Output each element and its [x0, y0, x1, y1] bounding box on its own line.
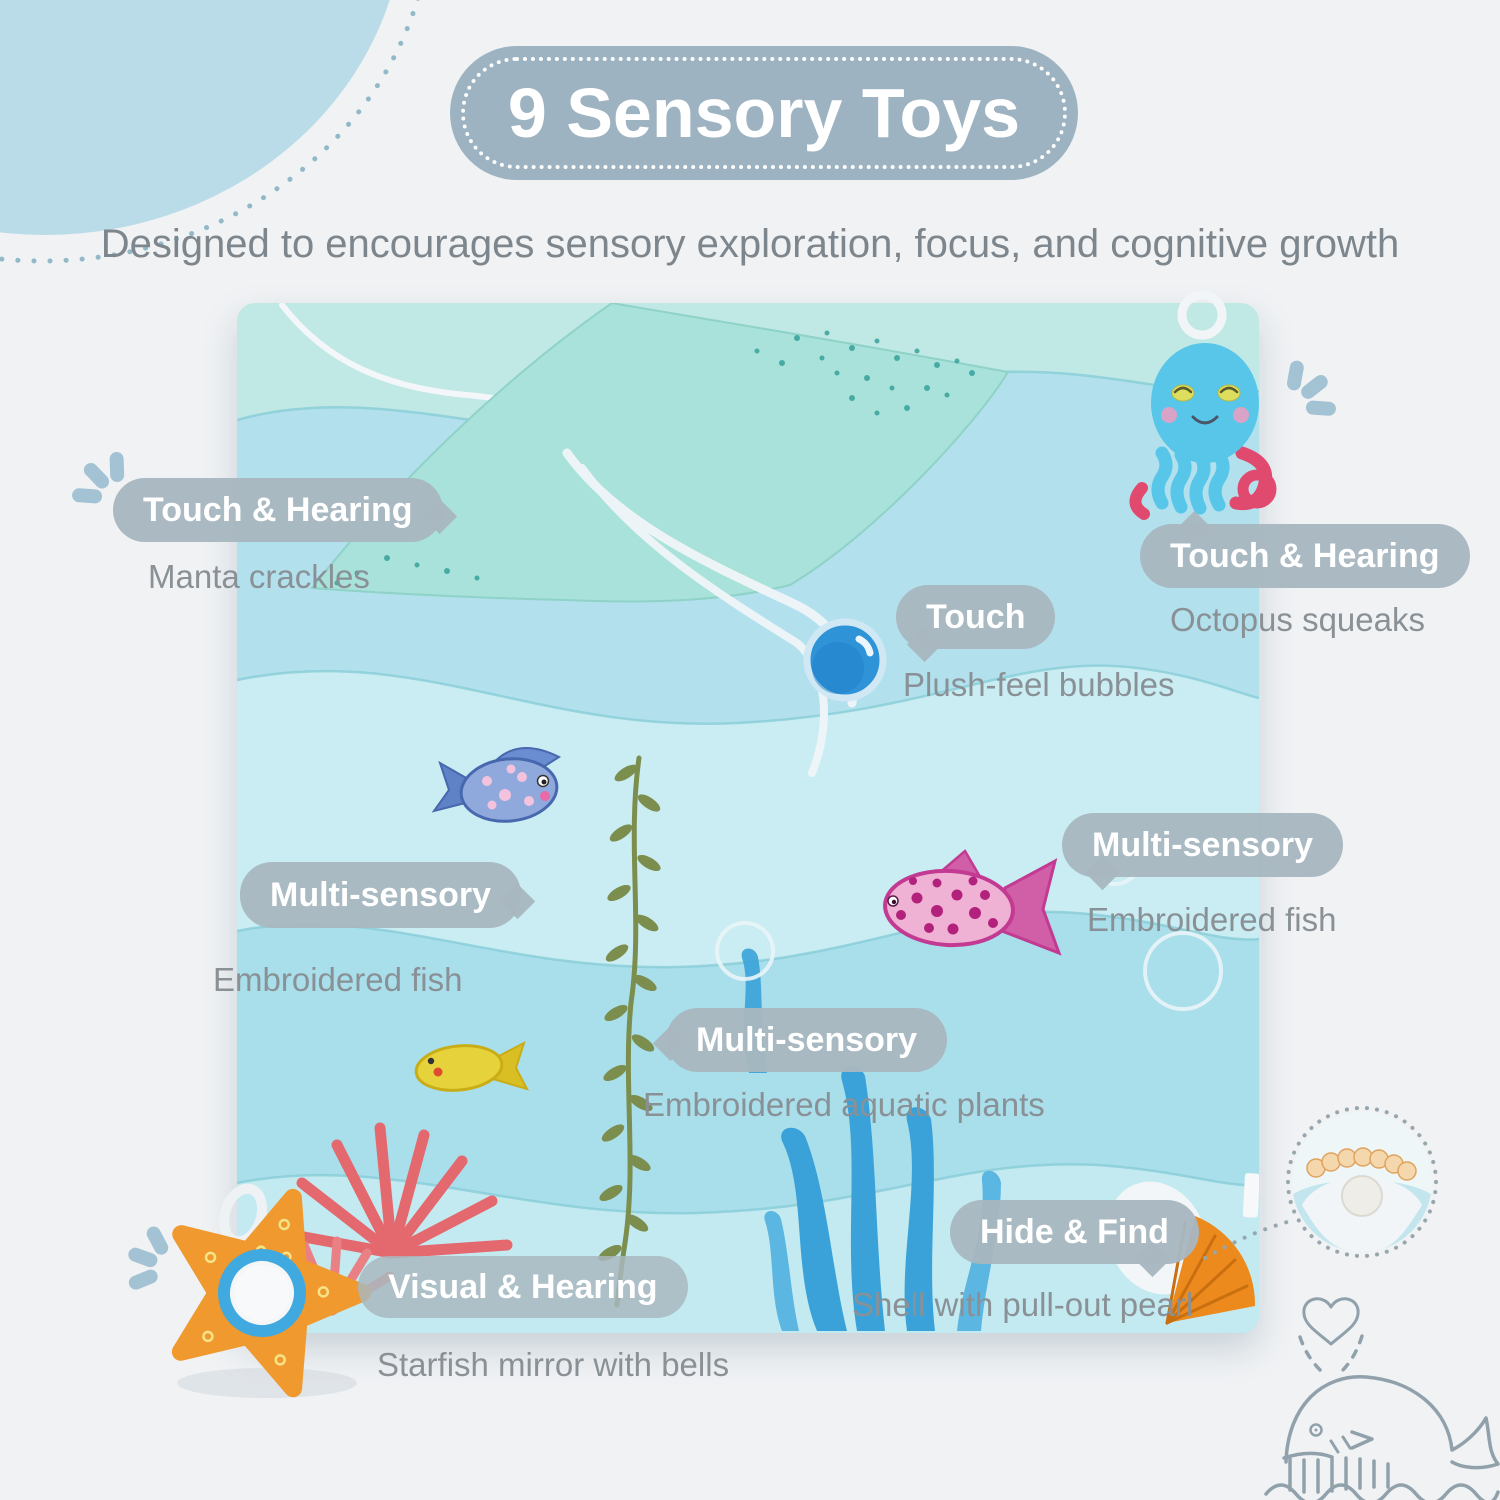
caption-blue-fish: Embroidered fish	[213, 961, 463, 998]
starfish-toy	[171, 1183, 371, 1398]
page-title: 9 Sensory Toys	[507, 74, 1021, 152]
spark-icon	[1273, 349, 1349, 430]
callout-label: Touch & Hearing	[143, 490, 413, 529]
heart-icon	[1302, 1297, 1360, 1346]
callout-pink-fish: Multi-sensory	[1062, 813, 1344, 877]
callout-label: Touch	[926, 597, 1026, 636]
callout-octopus: Touch & Hearing	[1140, 524, 1470, 588]
callout-label: Multi-sensory	[1092, 825, 1314, 864]
mat-quilt	[237, 303, 1259, 1333]
seaweed-embroidery	[598, 755, 661, 1308]
callout-blue-fish: Multi-sensory	[240, 862, 522, 928]
octopus-toy	[1129, 290, 1277, 520]
callout-label: Multi-sensory	[696, 1020, 918, 1059]
corner-circle-decor	[0, 0, 390, 235]
pearl-inset	[1286, 1106, 1438, 1258]
page-subtitle: Designed to encourages sensory explorati…	[100, 222, 1400, 266]
blue-fish	[431, 747, 562, 823]
pink-fish	[883, 849, 1062, 956]
caption-plants: Embroidered aquatic plants	[643, 1086, 1045, 1123]
caption-bubbles: Plush-feel bubbles	[903, 666, 1175, 703]
spark-icon	[116, 1218, 178, 1300]
callout-label: Touch & Hearing	[1170, 536, 1440, 575]
yellow-fish	[414, 1041, 529, 1092]
play-mat-graphic	[171, 290, 1277, 1398]
callout-plants: Multi-sensory	[666, 1008, 948, 1072]
caption-starfish: Starfish mirror with bells	[377, 1346, 730, 1383]
callout-manta: Touch & Hearing	[113, 478, 443, 542]
callout-starfish: Visual & Hearing	[358, 1256, 688, 1318]
title-badge: 9 Sensory Toys	[450, 46, 1078, 180]
callout-bubbles: Touch	[896, 585, 1056, 649]
whale-icon	[1264, 1297, 1500, 1500]
play-mat-photo	[171, 290, 1277, 1398]
fabric-tag	[1242, 1173, 1259, 1218]
callout-label: Multi-sensory	[270, 875, 492, 914]
caption-pink-fish: Embroidered fish	[1087, 901, 1337, 938]
callout-label: Visual & Hearing	[388, 1267, 658, 1306]
callout-label: Hide & Find	[980, 1212, 1169, 1251]
caption-manta: Manta crackles	[148, 558, 370, 595]
plush-bubble	[803, 618, 887, 702]
caption-shell: Shell with pull-out pearl	[852, 1286, 1194, 1323]
caption-octopus: Octopus squeaks	[1170, 601, 1425, 638]
callout-shell: Hide & Find	[950, 1200, 1199, 1264]
